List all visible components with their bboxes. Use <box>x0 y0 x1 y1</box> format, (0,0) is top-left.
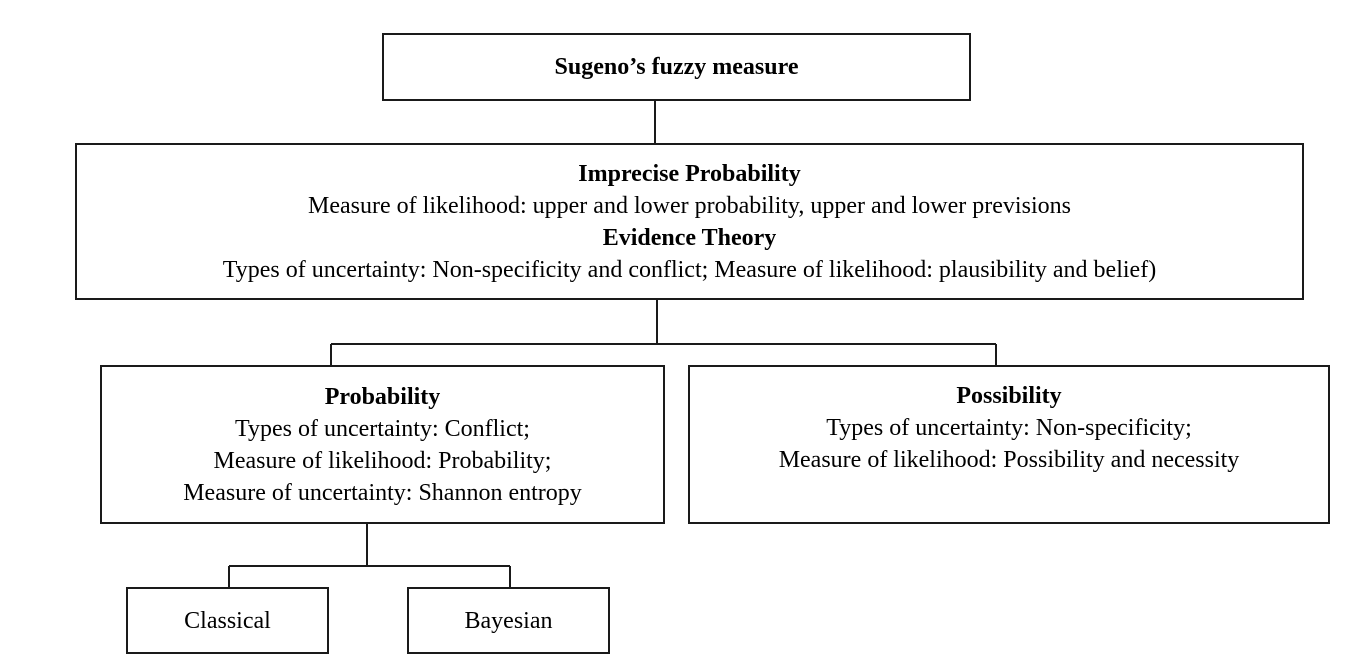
evidence-theory-title: Evidence Theory <box>602 224 777 251</box>
sugeno-box: Sugeno’s fuzzy measure <box>382 33 971 101</box>
bayesian-title: Bayesian <box>464 607 553 634</box>
imprecise-probability-likelihood: Measure of likelihood: upper and lower p… <box>308 192 1071 219</box>
possibility-likelihood: Measure of likelihood: Possibility and n… <box>778 447 1240 473</box>
bayesian-box: Bayesian <box>407 587 610 654</box>
sugeno-title: Sugeno’s fuzzy measure <box>554 54 799 80</box>
imprecise-probability-box: Imprecise Probability Measure of likelih… <box>75 143 1304 300</box>
imprecise-probability-title: Imprecise Probability <box>578 160 801 187</box>
possibility-box: Possibility Types of uncertainty: Non-sp… <box>688 365 1330 524</box>
possibility-title: Possibility <box>956 383 1062 409</box>
evidence-theory-description: Types of uncertainty: Non-specificity an… <box>222 256 1157 283</box>
probability-title: Probability <box>324 383 441 410</box>
probability-uncertainty-measure: Measure of uncertainty: Shannon entropy <box>183 479 582 506</box>
probability-uncertainty-type: Types of uncertainty: Conflict; <box>235 415 530 442</box>
classical-box: Classical <box>126 587 329 654</box>
classical-title: Classical <box>184 607 271 634</box>
probability-likelihood: Measure of likelihood: Probability; <box>213 447 552 474</box>
probability-box: Probability Types of uncertainty: Confli… <box>100 365 665 524</box>
possibility-uncertainty-type: Types of uncertainty: Non-specificity; <box>826 415 1192 441</box>
